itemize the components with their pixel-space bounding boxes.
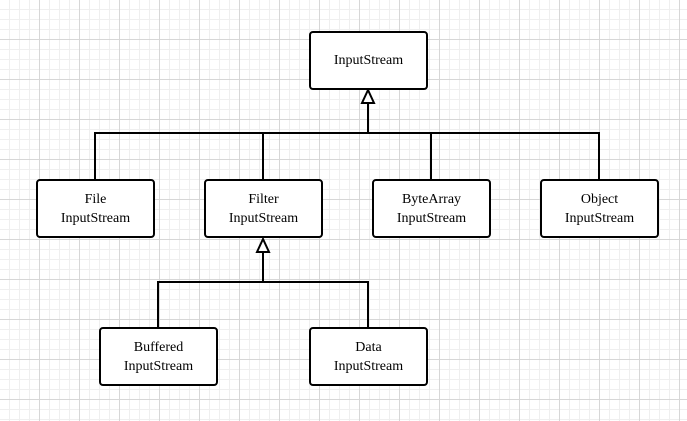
inheritance-arrowhead-icon xyxy=(255,236,271,253)
node-label: InputStream xyxy=(396,210,467,226)
node-label: Object xyxy=(580,191,619,207)
node-label: InputStream xyxy=(564,210,635,226)
node-label: InputStream xyxy=(333,53,404,68)
node-label: ByteArray xyxy=(401,191,462,207)
node-label: Data xyxy=(355,339,382,355)
node-label: Buffered xyxy=(133,339,184,355)
node-label: InputStream xyxy=(333,358,404,374)
node-label: InputStream xyxy=(60,210,131,226)
node-bytearray-input-stream[interactable]: ByteArray InputStream xyxy=(372,179,491,238)
edge-data-to-filter xyxy=(263,281,369,328)
inheritance-arrowhead-icon xyxy=(360,87,376,104)
edge-buffered-to-filter xyxy=(157,281,263,328)
node-file-input-stream[interactable]: File InputStream xyxy=(36,179,155,238)
node-object-input-stream[interactable]: Object InputStream xyxy=(540,179,659,238)
node-label: Filter xyxy=(248,191,279,207)
node-label: InputStream xyxy=(228,210,299,226)
edge-object-to-inputstream xyxy=(368,132,600,180)
node-label: InputStream xyxy=(123,358,194,374)
edge-file-to-inputstream xyxy=(94,132,368,180)
node-filter-input-stream[interactable]: Filter InputStream xyxy=(204,179,323,238)
node-label: File xyxy=(84,191,107,207)
node-input-stream[interactable]: InputStream xyxy=(309,31,428,90)
node-data-input-stream[interactable]: Data InputStream xyxy=(309,327,428,386)
node-buffered-input-stream[interactable]: Buffered InputStream xyxy=(99,327,218,386)
